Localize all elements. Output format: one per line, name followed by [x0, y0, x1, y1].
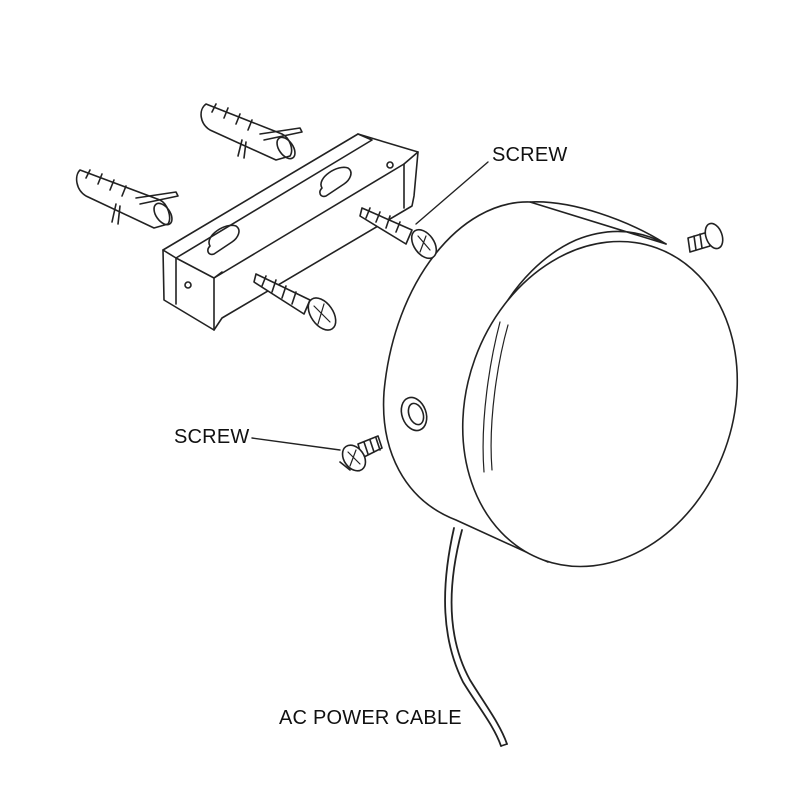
leader-line-screw-left [251, 437, 341, 451]
leader-line-screw-top [415, 161, 489, 225]
set-screw-left [339, 435, 383, 472]
set-screw-right [687, 222, 724, 253]
wood-screw-lower [253, 273, 337, 331]
wall-anchor-lower [75, 169, 179, 229]
label-ac-power-cable: AC POWER CABLE [279, 707, 462, 729]
round-fixture-body [382, 201, 739, 568]
ac-power-cable [444, 527, 508, 747]
label-screw-left: SCREW [174, 426, 250, 448]
label-screw-top: SCREW [492, 144, 568, 166]
wood-screw-top [359, 207, 438, 260]
wall-anchor-upper [200, 103, 303, 161]
mounting-bracket [162, 133, 419, 331]
